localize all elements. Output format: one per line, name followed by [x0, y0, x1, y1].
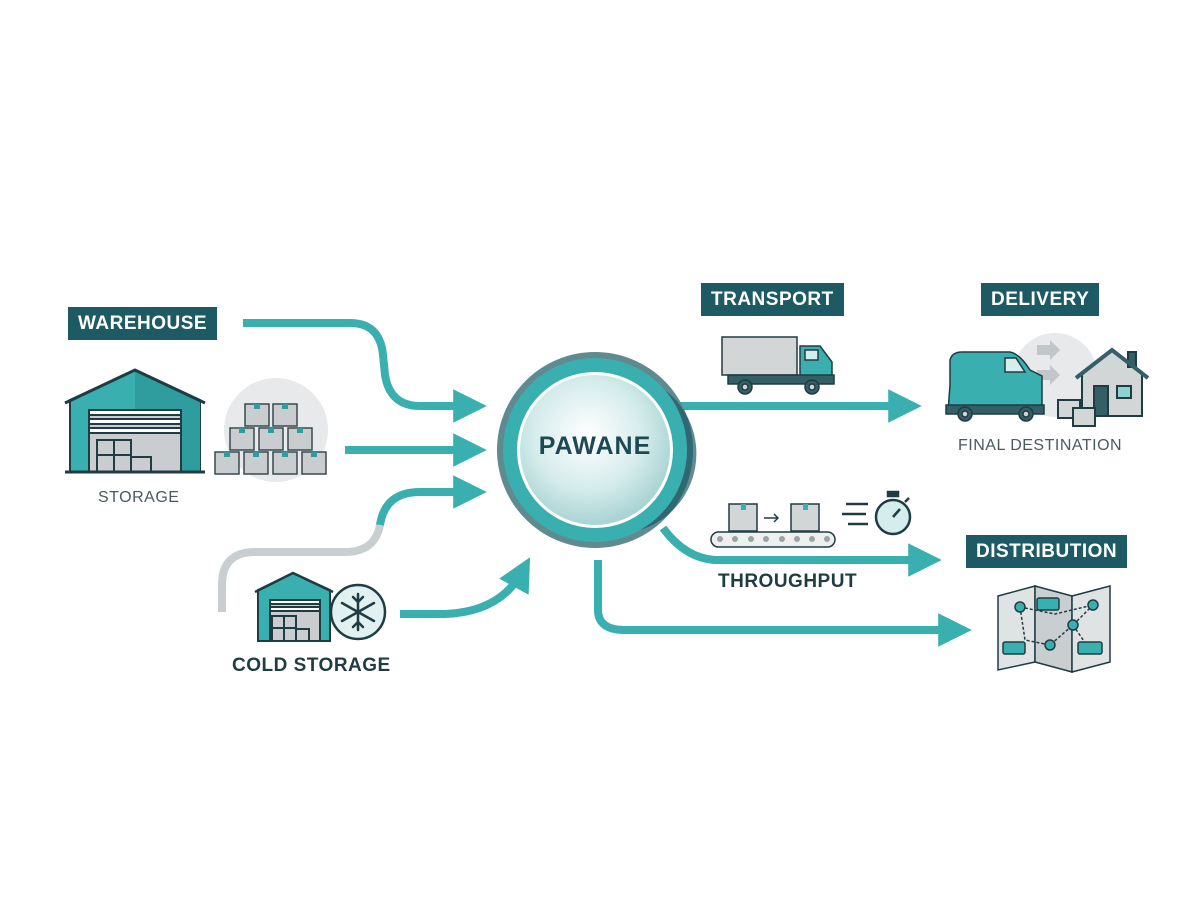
arrow-warehouse-to-hub	[243, 319, 487, 423]
transport-label[interactable]: TRANSPORT	[701, 283, 844, 316]
cold-storage-label[interactable]: COLD STORAGE	[232, 655, 391, 676]
throughput-label[interactable]: THROUGHPUT	[718, 571, 858, 592]
arrow-cold-to-hub	[400, 557, 531, 618]
house-icon	[1057, 347, 1150, 427]
stopwatch-icon	[842, 490, 912, 536]
final-destination-caption: FINAL DESTINATION	[958, 437, 1123, 454]
delivery-label[interactable]: DELIVERY	[981, 283, 1100, 316]
cold-storage-warehouse-icon	[254, 571, 334, 642]
snowflake-icon	[329, 583, 387, 641]
route-map-icon	[997, 585, 1111, 673]
storage-caption: STORAGE	[98, 489, 180, 506]
warehouse-icon	[64, 368, 206, 474]
delivery-van-icon	[945, 351, 1045, 422]
box-stack-icon	[214, 378, 328, 482]
arrow-hub-to-throughput	[659, 525, 942, 577]
flow-arrows	[218, 319, 972, 647]
arrow-cold-path-gray	[218, 524, 384, 612]
hub-circle[interactable]	[497, 352, 697, 548]
warehouse-label[interactable]: WAREHOUSE	[68, 307, 218, 340]
hub-label[interactable]: PAWANE	[538, 432, 652, 460]
conveyor-belt-icon	[710, 503, 836, 548]
distribution-label[interactable]: DISTRIBUTION	[966, 535, 1128, 568]
arrow-hub-to-distribution	[594, 560, 972, 647]
truck-icon	[721, 336, 835, 395]
arrow-cold-path-teal	[376, 475, 487, 526]
